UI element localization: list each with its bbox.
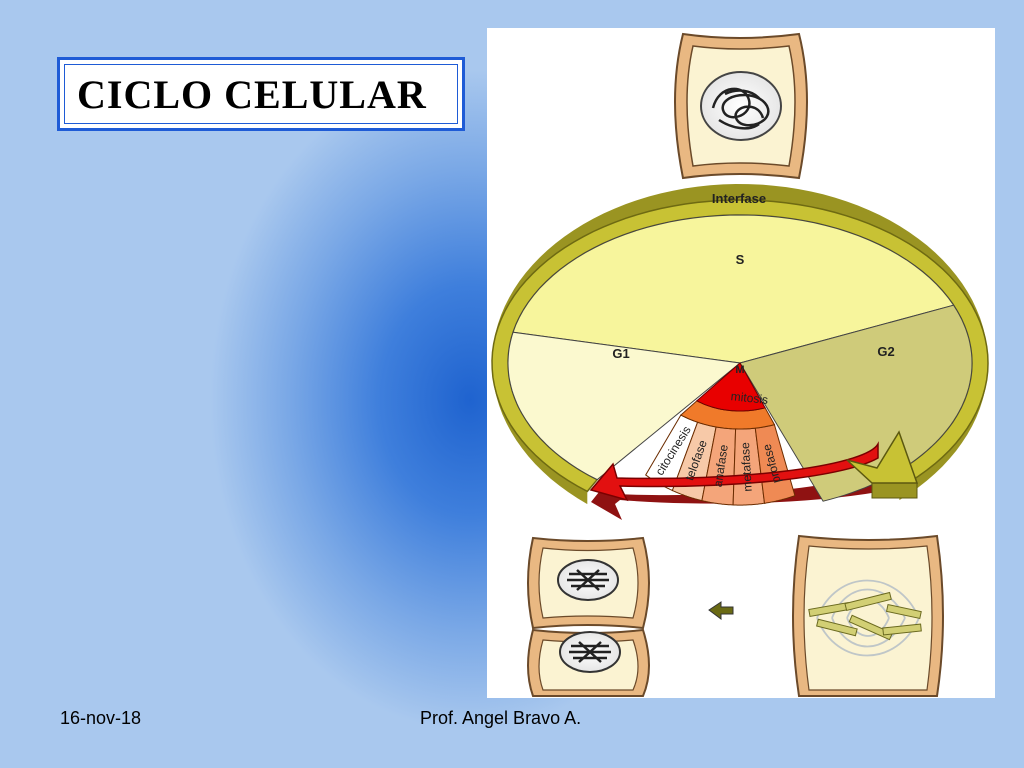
footer-author: Prof. Angel Bravo A. — [420, 708, 582, 728]
interphase-cell — [674, 32, 808, 180]
footer-date: 16-nov-18 — [60, 708, 142, 728]
slide-title: CICLO CELULAR — [77, 71, 427, 117]
left-arrow-icon — [708, 601, 734, 620]
yellow-arrow-head — [846, 430, 919, 499]
daughter-cells — [527, 536, 650, 697]
sector-label-g2: G2 — [877, 344, 894, 359]
sector-label-m: M — [735, 364, 744, 376]
red-arrow — [589, 441, 879, 502]
sector-g1 — [507, 331, 742, 481]
mitosis-label: mitosis — [730, 389, 769, 407]
sector-s — [512, 214, 955, 364]
metaphase-cell — [792, 534, 944, 697]
sector-label-s: S — [736, 252, 745, 267]
title-box: CICLO CELULAR — [57, 57, 465, 131]
ring-label: Interfase — [712, 191, 766, 206]
cell-cycle-diagram: Interfase S G1 G2 M mitosis citocinesist… — [491, 32, 989, 697]
mitosis-phase-label: anafase — [711, 443, 731, 488]
m-sector — [696, 362, 766, 412]
sector-label-g1: G1 — [612, 346, 629, 361]
mitosis-phase-label: metafase — [738, 442, 755, 492]
